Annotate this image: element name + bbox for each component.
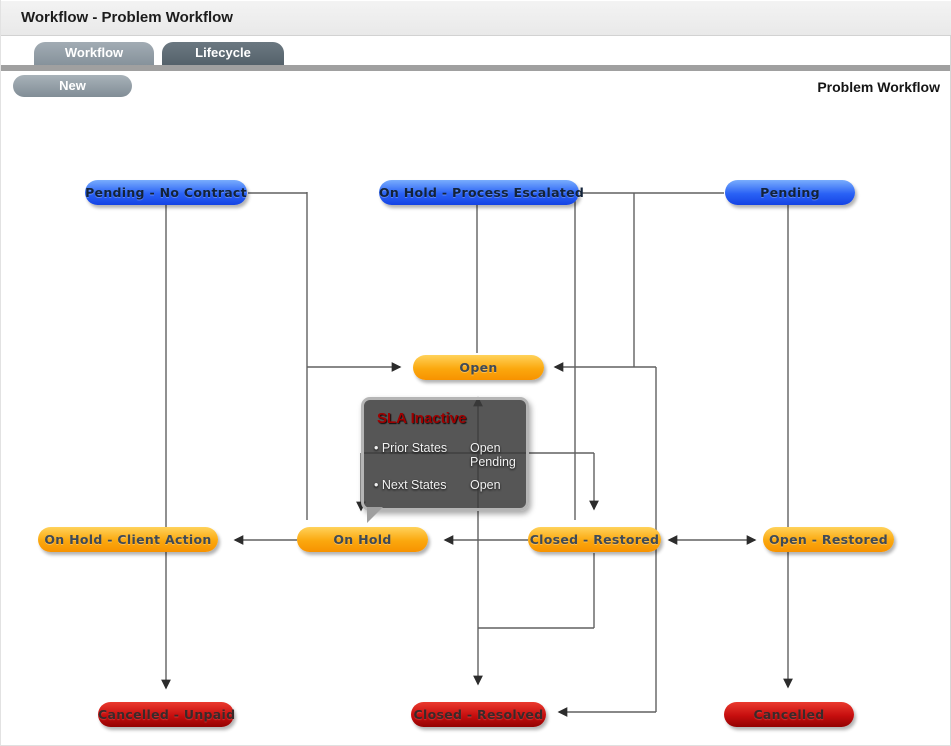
tab-workflow[interactable]: Workflow <box>34 42 154 65</box>
tooltip-row-value: Open Pending <box>470 441 516 469</box>
tooltip-row-value: Open <box>470 478 501 492</box>
tooltip-row-label: • Next States <box>374 478 447 492</box>
tooltip-title: SLA Inactive <box>377 410 467 427</box>
page-context-label: Problem Workflow <box>817 79 940 95</box>
window-titlebar: Workflow - Problem Workflow <box>1 0 951 36</box>
node-closed-restored[interactable]: Closed - Restored <box>528 527 661 552</box>
node-closed-resolved[interactable]: Closed - Resolved <box>411 702 546 727</box>
node-on-hold-process-escalated[interactable]: On Hold - Process Escalated <box>379 180 584 205</box>
tooltip-rows: • Prior States Open Pending • Next States O… <box>364 441 526 492</box>
node-on-hold-client-action[interactable]: On Hold - Client Action <box>38 527 218 552</box>
node-pending-no-contract[interactable]: Pending - No Contract <box>85 180 247 205</box>
tab-lifecycle[interactable]: Lifecycle <box>162 42 284 65</box>
node-open[interactable]: Open <box>413 355 544 380</box>
tooltip-row: • Prior States Open Pending <box>374 441 526 469</box>
node-on-hold[interactable]: On Hold <box>297 527 428 552</box>
tabbar-divider <box>1 65 951 71</box>
new-button[interactable]: New <box>13 75 132 97</box>
page-title: Workflow - Problem Workflow <box>21 9 233 26</box>
tooltip-row-label: • Prior States <box>374 441 448 455</box>
node-cancelled[interactable]: Cancelled <box>724 702 854 727</box>
node-open-restored[interactable]: Open - Restored <box>763 527 894 552</box>
node-pending[interactable]: Pending <box>725 180 855 205</box>
tooltip-row: • Next States Open <box>374 478 526 492</box>
node-cancelled-unpaid[interactable]: Cancelled - Unpaid <box>98 702 235 727</box>
